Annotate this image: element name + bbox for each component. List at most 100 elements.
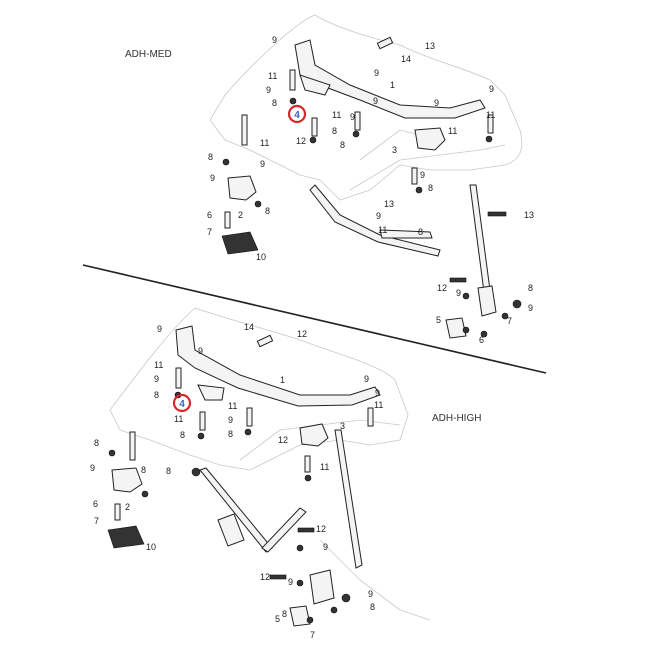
callout-label-top: 13 bbox=[524, 210, 534, 220]
callout-label-top: 9 bbox=[266, 85, 271, 95]
callout-label-top: 9 bbox=[350, 112, 355, 122]
callout-label-top: 9 bbox=[420, 170, 425, 180]
callout-label-bottom: 8 bbox=[94, 438, 99, 448]
callout-label-bottom: 1 bbox=[280, 375, 285, 385]
bracket-part-2-bottom bbox=[111, 467, 143, 493]
callout-label-top: 13 bbox=[425, 41, 435, 51]
highlight-callout-bottom[interactable]: 4 bbox=[172, 393, 192, 413]
callout-label-top: 14 bbox=[401, 54, 411, 64]
pad-part-10-top bbox=[221, 231, 259, 255]
callout-label-bottom: 8 bbox=[228, 429, 233, 439]
callout-label-top: 7 bbox=[507, 316, 512, 326]
callout-label-bottom: 9 bbox=[288, 577, 293, 587]
callout-label-top: 8 bbox=[265, 206, 270, 216]
highlight-callout-top[interactable]: 4 bbox=[287, 104, 307, 124]
callout-label-top: 8 bbox=[418, 227, 423, 237]
callout-label-top: 7 bbox=[207, 227, 212, 237]
crossbar-part-1 bbox=[294, 39, 486, 119]
callout-label-top: 9 bbox=[210, 173, 215, 183]
callout-label-top: 11 bbox=[486, 110, 495, 120]
callout-label-top: 9 bbox=[374, 68, 379, 78]
body-outline-top bbox=[209, 14, 523, 201]
highlight-ring bbox=[287, 104, 307, 124]
highlight-label: 4 bbox=[179, 399, 185, 410]
callout-label-bottom: 8 bbox=[282, 609, 287, 619]
caption-adh-med: ADH-MED bbox=[125, 49, 172, 60]
callout-label-bottom: 8 bbox=[180, 430, 185, 440]
callout-label-top: 8 bbox=[528, 283, 533, 293]
callout-label-bottom: 2 bbox=[125, 502, 130, 512]
callout-label-top: 3 bbox=[392, 145, 397, 155]
callout-label-bottom: 11 bbox=[320, 462, 329, 472]
callout-label-top: 1 bbox=[390, 80, 395, 90]
callout-label-top: 8 bbox=[208, 152, 213, 162]
bracket-part-2-top bbox=[227, 175, 257, 201]
callout-label-bottom: 9 bbox=[157, 324, 162, 334]
callout-label-top: 11 bbox=[332, 110, 341, 120]
crossbar-part-1-bottom bbox=[175, 325, 381, 407]
callout-label-bottom: 12 bbox=[278, 435, 288, 445]
assembly-adh-high bbox=[107, 307, 431, 627]
callout-label-bottom: 12 bbox=[297, 329, 307, 339]
callout-label-top: 9 bbox=[456, 288, 461, 298]
bracket-part-3 bbox=[414, 127, 446, 151]
callout-label-bottom: 7 bbox=[310, 630, 315, 640]
callout-label-bottom: 6 bbox=[93, 499, 98, 509]
callout-label-bottom: 8 bbox=[154, 390, 159, 400]
callout-label-top: 8 bbox=[272, 98, 277, 108]
callout-label-top: 8 bbox=[332, 126, 337, 136]
callout-label-top: 12 bbox=[437, 283, 447, 293]
section-divider bbox=[82, 264, 547, 374]
highlight-ring bbox=[172, 393, 192, 413]
callout-label-bottom: 10 bbox=[146, 542, 156, 552]
callout-label-top: 9 bbox=[272, 35, 277, 45]
callout-label-top: 11 bbox=[260, 138, 269, 148]
prop-rod-bottom bbox=[334, 429, 363, 569]
callout-label-bottom: 9 bbox=[154, 374, 159, 384]
callout-label-bottom: 9 bbox=[228, 415, 233, 425]
prop-rod-top bbox=[469, 184, 491, 293]
callout-label-bottom: 9 bbox=[368, 589, 373, 599]
callout-label-top: 11 bbox=[448, 126, 457, 136]
highlight-label: 4 bbox=[294, 110, 300, 121]
callout-label-top: 8 bbox=[340, 140, 345, 150]
callout-label-bottom: 12 bbox=[316, 524, 326, 534]
callout-label-bottom: 9 bbox=[90, 463, 95, 473]
callout-label-bottom: 8 bbox=[166, 466, 171, 476]
callout-label-bottom: 9 bbox=[364, 374, 369, 384]
callout-label-bottom: 14 bbox=[244, 322, 254, 332]
callout-label-bottom: 12 bbox=[260, 572, 270, 582]
callout-label-top: 6 bbox=[207, 210, 212, 220]
callout-label-bottom: 8 bbox=[370, 602, 375, 612]
assembly-adh-med bbox=[209, 14, 523, 339]
callout-label-bottom: 8 bbox=[141, 465, 146, 475]
callout-label-top: 2 bbox=[238, 210, 243, 220]
callout-label-bottom: 11 bbox=[154, 360, 163, 370]
caption-adh-high: ADH-HIGH bbox=[432, 413, 481, 424]
callout-label-top: 8 bbox=[428, 183, 433, 193]
callout-label-top: 11 bbox=[378, 225, 387, 235]
callout-label-bottom: 11 bbox=[374, 400, 383, 410]
callout-label-top: 5 bbox=[436, 315, 441, 325]
callout-label-top: 9 bbox=[373, 96, 378, 106]
callout-label-top: 10 bbox=[256, 252, 266, 262]
callout-label-top: 9 bbox=[260, 159, 265, 169]
callout-label-bottom: 7 bbox=[94, 516, 99, 526]
callout-label-top: 11 bbox=[268, 71, 277, 81]
callout-label-top: 6 bbox=[479, 335, 484, 345]
callout-label-bottom: 3 bbox=[340, 421, 345, 431]
strut-arm-top bbox=[309, 184, 441, 257]
pad-part-10-bottom bbox=[107, 525, 145, 549]
callout-label-top: 9 bbox=[434, 98, 439, 108]
callout-label-bottom: 5 bbox=[275, 614, 280, 624]
callout-label-bottom: 9 bbox=[375, 388, 380, 398]
callout-label-bottom: 9 bbox=[198, 346, 203, 356]
callout-label-bottom: 11 bbox=[174, 414, 183, 424]
callout-label-top: 9 bbox=[528, 303, 533, 313]
callout-label-bottom: 11 bbox=[228, 401, 237, 411]
callout-label-top: 9 bbox=[376, 211, 381, 221]
callout-label-top: 12 bbox=[296, 136, 306, 146]
